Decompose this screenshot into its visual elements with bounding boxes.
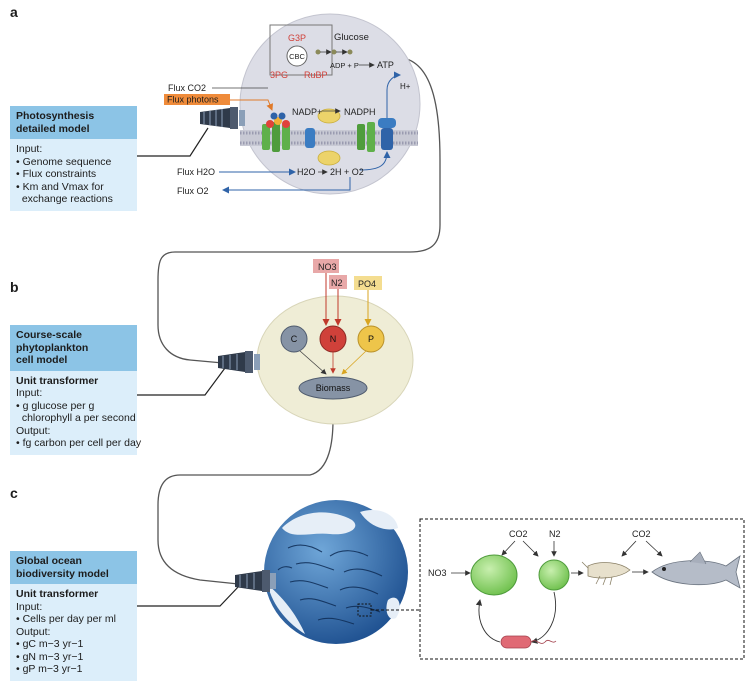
photosynthesis-model-title: Photosynthesis detailed model bbox=[10, 106, 137, 139]
photosynthesis-model-inputs: Input: • Genome sequence • Flux constrai… bbox=[10, 139, 137, 211]
svg-text:Biomass: Biomass bbox=[316, 383, 351, 393]
svg-text:3PG: 3PG bbox=[270, 70, 288, 80]
no3-box bbox=[313, 259, 339, 273]
svg-text:P: P bbox=[368, 334, 374, 344]
atp-synthase-icon bbox=[378, 118, 396, 150]
cell-model-title: Course-scale phytoplankton cell model bbox=[10, 325, 137, 371]
membrane-protein-icon bbox=[262, 112, 315, 152]
svg-text:H+: H+ bbox=[400, 82, 411, 91]
svg-text:Flux H2O: Flux H2O bbox=[177, 167, 215, 177]
svg-text:CO2: CO2 bbox=[509, 529, 528, 539]
phosphorus-pool bbox=[357, 325, 385, 353]
svg-text:NADP+: NADP+ bbox=[292, 107, 322, 117]
connector-plug-icon bbox=[235, 570, 276, 592]
svg-text:CBC: CBC bbox=[289, 52, 305, 61]
cell-model-box: Course-scale phytoplankton cell model Un… bbox=[10, 325, 141, 455]
globe-icon bbox=[264, 500, 408, 644]
panel-b-letter: b bbox=[10, 279, 19, 295]
copepod-icon bbox=[581, 561, 631, 586]
cell-model-transformer: Unit transformer Input: • g glucose per … bbox=[10, 370, 141, 455]
svg-text:H2O: H2O bbox=[297, 167, 316, 177]
ocean-model-box: Global ocean biodiversity model Unit tra… bbox=[10, 551, 137, 681]
panel-c-letter: c bbox=[10, 485, 18, 501]
cyanobacterium-cell-icon bbox=[538, 559, 570, 591]
svg-text:NADPH: NADPH bbox=[344, 107, 376, 117]
connector-tube-a-b bbox=[157, 56, 441, 366]
svg-text:ATP: ATP bbox=[377, 60, 394, 70]
svg-text:G3P: G3P bbox=[288, 33, 306, 43]
connector-plug-icon bbox=[200, 107, 245, 129]
svg-text:CO2: CO2 bbox=[632, 529, 651, 539]
flux-photons-box bbox=[164, 94, 230, 105]
n2-box bbox=[329, 275, 347, 289]
po4-box bbox=[354, 276, 382, 290]
connector-tube-b-c bbox=[157, 419, 334, 586]
svg-text:Glucose: Glucose bbox=[334, 32, 369, 43]
svg-text:N2: N2 bbox=[331, 278, 343, 288]
ocean-model-title: Global ocean biodiversity model bbox=[10, 551, 137, 584]
svg-text:PO4: PO4 bbox=[358, 279, 376, 289]
ocean-model-transformer: Unit transformer Input: • Cells per day … bbox=[10, 584, 137, 681]
svg-text:NO3: NO3 bbox=[428, 568, 447, 578]
diatom-cell-icon bbox=[470, 554, 518, 596]
flux-co2-label: Flux CO2 bbox=[168, 83, 206, 93]
svg-text:RuBP: RuBP bbox=[304, 70, 328, 80]
fish-icon bbox=[651, 551, 741, 589]
svg-text:NO3: NO3 bbox=[318, 262, 337, 272]
svg-text:2H + O2: 2H + O2 bbox=[330, 167, 364, 177]
bacterium-icon bbox=[500, 635, 557, 649]
calvin-cycle: CBC G3P 3PG RuBP Glucose ADP + P ATP H+ bbox=[269, 24, 411, 91]
svg-text:Flux O2: Flux O2 bbox=[177, 186, 209, 196]
panel-a-letter: a bbox=[10, 4, 18, 20]
carbon-pool bbox=[280, 325, 308, 353]
phytoplankton-cell bbox=[256, 295, 414, 425]
biomass-pool bbox=[298, 376, 368, 400]
photosystem-one-icon bbox=[357, 122, 375, 152]
svg-text:N2: N2 bbox=[549, 529, 561, 539]
photosynthesis-model-box: Photosynthesis detailed model Input: • G… bbox=[10, 106, 137, 211]
svg-text:N: N bbox=[330, 334, 337, 344]
food-web-inset bbox=[419, 518, 745, 660]
svg-text:ADP + P: ADP + P bbox=[330, 61, 359, 70]
connector-plug-icon bbox=[218, 351, 260, 373]
svg-text:C: C bbox=[291, 334, 298, 344]
svg-text:Flux photons: Flux photons bbox=[167, 95, 219, 105]
